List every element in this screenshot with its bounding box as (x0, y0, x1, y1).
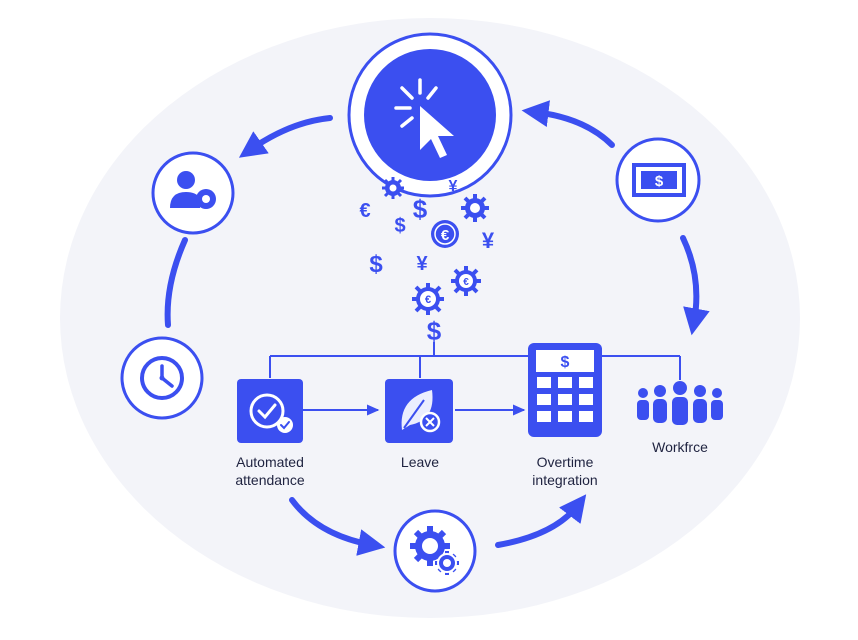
arrow-bottom-left (289, 497, 386, 556)
svg-text:€: € (425, 294, 431, 306)
automated-attendance-label: Automated attendance (220, 453, 320, 489)
leave-label: Leave (400, 454, 440, 470)
arrow-top-right (521, 100, 615, 148)
workforce-icon (637, 381, 723, 425)
dollar-symbol: $ (427, 316, 442, 346)
arrow-bottom-right (495, 494, 587, 548)
user-settings-node (151, 151, 235, 235)
money-card-node: $ (615, 137, 701, 223)
attendance-check-icon (237, 379, 303, 443)
leave-icon (385, 379, 453, 443)
background-disc (60, 18, 800, 618)
clock-node (120, 336, 204, 420)
cursor-click-icon (394, 78, 454, 158)
arrow-top-left (238, 115, 333, 158)
calculator-icon: $ (528, 343, 602, 437)
automated-label-line2: attendance (235, 472, 305, 488)
cursor-node (347, 32, 513, 198)
clock-icon (140, 356, 184, 400)
arrow-left-down (164, 237, 188, 328)
money-card-icon: $ (632, 163, 686, 197)
connector-lines (269, 342, 681, 416)
gear-process-icon (410, 526, 459, 575)
currency-gear-icon: € € € (382, 177, 489, 315)
automated-label-line1: Automated (236, 454, 304, 470)
overtime-integration-label: Overtime integration (510, 453, 620, 489)
arrow-right-down (680, 235, 710, 336)
yen-symbol: ¥ (416, 253, 428, 275)
workforce-label: Workfrce (652, 439, 708, 455)
svg-text:$: $ (655, 173, 664, 190)
yen-symbol: ¥ (449, 178, 458, 195)
dollar-symbol: $ (413, 194, 428, 224)
dollar-symbol: $ (394, 215, 405, 237)
user-settings-icon (170, 171, 216, 209)
overtime-label-line2: integration (532, 472, 598, 488)
svg-text:€: € (441, 227, 450, 244)
overtime-label-line1: Overtime (536, 454, 594, 470)
euro-symbol: € (359, 200, 370, 222)
dollar-symbol: $ (369, 251, 383, 278)
gear-process-node (393, 509, 477, 593)
svg-text:€: € (463, 277, 469, 288)
svg-text:$: $ (561, 354, 570, 371)
currency-shower: $ € $ $ ¥ ¥ ¥ $ (359, 178, 494, 346)
yen-symbol: ¥ (482, 228, 495, 253)
